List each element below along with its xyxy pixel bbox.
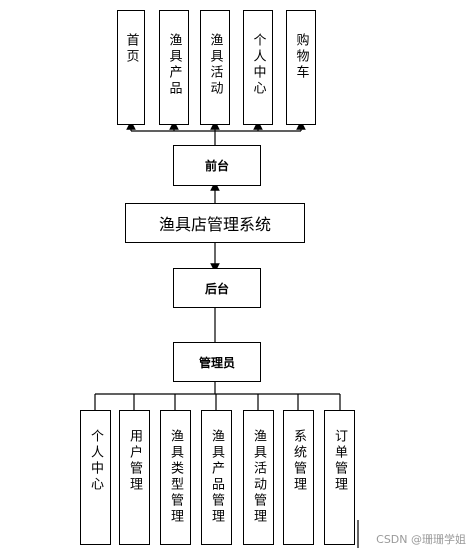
front-node: 前台 <box>173 145 261 186</box>
front-module-activities-label: 渔具活动 <box>207 33 223 97</box>
admin-module-product-management: 渔具产品管理 <box>201 410 232 545</box>
admin-module-type-management: 渔具类型管理 <box>160 410 191 545</box>
admin-module-product-management-label: 渔具产品管理 <box>209 429 224 525</box>
front-module-home: 首页 <box>117 10 145 125</box>
admin-module-personal-center: 个人中心 <box>80 410 111 545</box>
admin-module-activity-management: 渔具活动管理 <box>243 410 274 545</box>
front-module-activities: 渔具活动 <box>200 10 230 125</box>
system-node-label: 渔具店管理系统 <box>158 215 271 234</box>
front-module-products: 渔具产品 <box>159 10 189 125</box>
back-node: 后台 <box>173 268 261 308</box>
front-module-personal-center: 个人中心 <box>243 10 273 125</box>
admin-module-order-management: 订单管理 <box>324 410 355 545</box>
front-module-products-label: 渔具产品 <box>166 33 182 97</box>
system-node: 渔具店管理系统 <box>125 203 305 243</box>
admin-module-activity-management-label: 渔具活动管理 <box>251 429 266 525</box>
admin-module-user-management: 用户管理 <box>119 410 150 545</box>
admin-node: 管理员 <box>173 342 261 382</box>
front-module-cart-label: 购物车 <box>293 33 309 81</box>
admin-module-user-management-label: 用户管理 <box>127 429 142 493</box>
admin-module-system-management-label: 系统管理 <box>291 429 306 493</box>
admin-module-order-management-label: 订单管理 <box>332 429 347 493</box>
front-module-cart: 购物车 <box>286 10 316 125</box>
admin-module-type-management-label: 渔具类型管理 <box>168 429 183 525</box>
watermark: CSDN @珊珊学姐 <box>376 533 466 546</box>
admin-module-system-management: 系统管理 <box>283 410 314 545</box>
front-module-home-label: 首页 <box>123 33 139 65</box>
back-node-label: 后台 <box>204 281 229 296</box>
front-module-personal-center-label: 个人中心 <box>250 33 266 97</box>
admin-node-label: 管理员 <box>198 355 235 370</box>
admin-module-personal-center-label: 个人中心 <box>88 429 103 493</box>
front-node-label: 前台 <box>204 159 229 173</box>
